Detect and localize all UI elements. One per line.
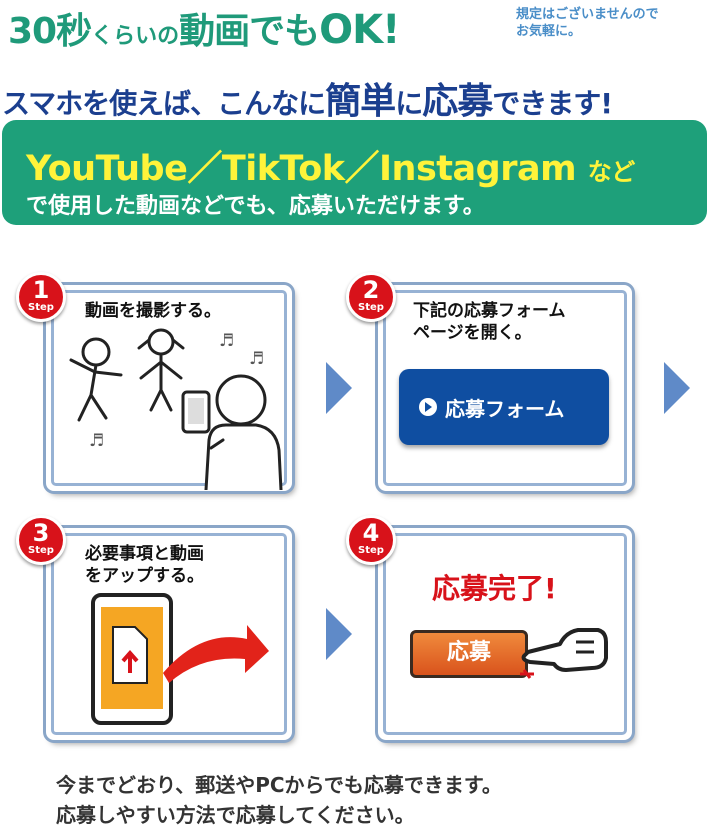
pointing-hand-icon (520, 628, 608, 679)
step-2-text-line2: ページを開く。 (413, 323, 532, 343)
step-number: 3 (32, 519, 50, 547)
subheadline: スマホを使えば、こんなに簡単に応募できます! (2, 72, 613, 124)
step-1-card: 動画を撮影する。 ♬ ♬ ♬ (46, 285, 292, 491)
step-3-card: 必要事項と動画 をアップする。 (46, 528, 292, 740)
apply-button[interactable]: 応募 (410, 630, 528, 678)
step-label: Step (28, 545, 54, 556)
step-number: 2 (362, 276, 380, 304)
arrow-right-icon (326, 362, 352, 414)
curved-arrow-icon (163, 625, 269, 683)
headline-part: 動画でも (179, 11, 320, 52)
sub-emphasis: 簡単 (325, 81, 396, 122)
note-line: 規定はございませんので (516, 7, 659, 22)
platform-list: YouTube／TikTok／Instagram など (26, 140, 635, 191)
upload-illustration (91, 593, 269, 725)
step-label: Step (28, 302, 54, 313)
sub-part: スマホを使えば、こんなに (2, 87, 326, 120)
headline-part: 30秒 (8, 11, 92, 52)
sub-part: できます! (492, 87, 613, 120)
step-label: Step (358, 545, 384, 556)
sub-emphasis: 応募 (422, 81, 493, 122)
headline-note: 規定はございませんので お気軽に。 (516, 6, 659, 40)
application-form-button[interactable]: 応募フォーム (399, 369, 609, 445)
platform-banner: YouTube／TikTok／Instagram など で使用した動画などでも、… (2, 120, 707, 225)
card-border (383, 290, 627, 486)
headline: 30秒くらいの動画でもOK! (8, 2, 400, 54)
step-number: 4 (362, 519, 380, 547)
music-note-icon: ♬ (89, 431, 105, 451)
card-border (51, 533, 287, 735)
arrow-right-icon (664, 362, 690, 414)
upload-arrow-icon (121, 649, 139, 673)
footer-line: 今までどおり、郵送やPCからでも応募できます。 (56, 773, 502, 797)
card-border (51, 290, 287, 486)
shooting-video-illustration (69, 328, 283, 490)
banner-description: で使用した動画などでも、応募いただけます。 (26, 194, 485, 219)
step-label: Step (358, 302, 384, 313)
headline-part: くらいの (91, 24, 180, 49)
platform-names: YouTube／TikTok／Instagram (26, 149, 577, 189)
music-note-icon: ♬ (219, 331, 235, 351)
step-number: 1 (32, 276, 50, 304)
music-note-icon: ♬ (249, 349, 265, 369)
card-border (383, 533, 627, 735)
step-3-badge: 3 Step (16, 515, 66, 565)
step-3-text-line1: 必要事項と動画 (85, 544, 204, 564)
note-line: お気軽に。 (516, 24, 582, 39)
step-4-badge: 4 Step (346, 515, 396, 565)
footer-line: 応募しやすい方法で応募してください。 (56, 803, 415, 827)
sub-part: に (395, 87, 423, 120)
arrow-right-icon (326, 608, 352, 660)
application-complete-text: 応募完了! (432, 572, 557, 605)
step-2-badge: 2 Step (346, 272, 396, 322)
step-1-badge: 1 Step (16, 272, 66, 322)
platform-suffix: など (587, 158, 636, 186)
form-button-label: 応募フォーム (445, 397, 565, 421)
step-1-text: 動画を撮影する。 (85, 301, 221, 321)
headline-ok: OK! (319, 7, 400, 53)
step-3-text-line2: をアップする。 (85, 566, 204, 586)
step-2-text-line1: 下記の応募フォーム (413, 301, 566, 321)
footer-note: 今までどおり、郵送やPCからでも応募できます。 応募しやすい方法で応募してくださ… (56, 770, 502, 830)
play-circle-icon (419, 398, 437, 416)
